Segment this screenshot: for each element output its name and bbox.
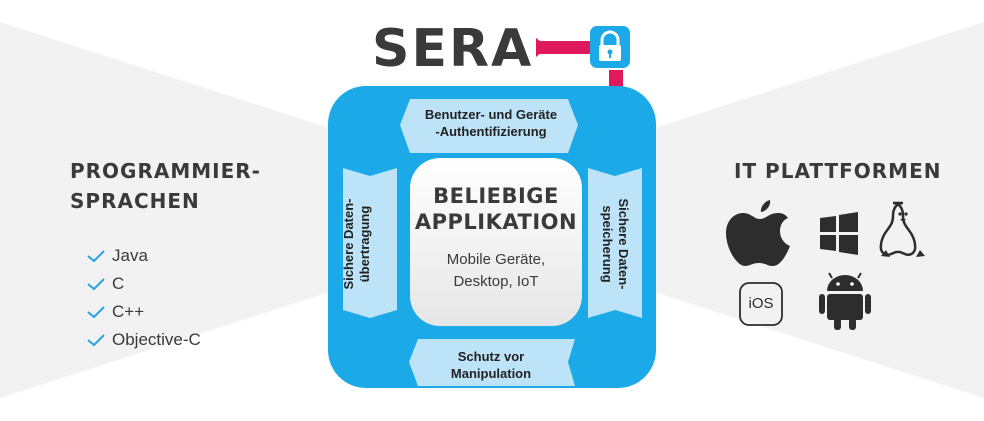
languages-title-line1: PROGRAMMIER- <box>70 159 261 183</box>
app-sub-line1: Mobile Geräte, <box>446 251 546 268</box>
android-icon <box>819 272 871 330</box>
auth-label-line2: -Authentifizierung <box>435 124 547 139</box>
language-label: C++ <box>112 302 145 321</box>
checkmark-icon <box>86 277 112 291</box>
languages-title: PROGRAMMIER- SPRACHEN <box>70 156 261 216</box>
transfer-label-line1: Sichere Daten- <box>341 198 356 290</box>
language-label: Objective-C <box>112 330 201 349</box>
arrow-right-shape <box>588 168 642 318</box>
tamper-label-line2: Manipulation <box>450 366 532 381</box>
tamper-label: Schutz vor Manipulation <box>406 348 576 382</box>
padlock-icon <box>590 26 630 68</box>
left-panel-shape <box>0 22 336 398</box>
checkmark-icon <box>86 305 112 319</box>
transfer-label: Sichere Daten- übertragung <box>341 164 373 324</box>
language-list: Java C C++ Objective-C <box>86 242 201 354</box>
windows-icon <box>820 212 858 255</box>
arrow-bottom-shape <box>409 339 575 386</box>
list-item: C++ <box>86 298 201 326</box>
platforms-title: IT PLATTFORMEN <box>734 159 942 183</box>
auth-label-line1: Benutzer- und Geräte <box>424 107 558 122</box>
ios-label: iOS <box>748 295 774 312</box>
apple-icon <box>726 200 790 266</box>
connector-arrow-tail <box>536 38 548 57</box>
right-panel-shape <box>648 22 984 398</box>
linux-icon <box>879 201 925 257</box>
sera-logo: SERA <box>372 19 534 79</box>
languages-title-line2: SPRACHEN <box>70 189 200 213</box>
storage-label-line1: Sichere Daten- <box>616 198 631 290</box>
checkmark-icon <box>86 249 112 263</box>
app-title-line1: BELIEBIGE <box>433 184 559 208</box>
application-text: BELIEBIGE APPLIKATION Mobile Geräte, Des… <box>410 183 582 293</box>
ios-icon <box>739 282 783 326</box>
language-label: C <box>112 274 125 293</box>
storage-label: Sichere Daten- speicherung <box>599 164 631 324</box>
arrow-left-shape <box>343 168 397 318</box>
connector-bar <box>540 41 596 54</box>
app-subtitle: Mobile Geräte, Desktop, IoT <box>410 249 582 293</box>
language-label: Java <box>112 246 148 265</box>
app-sub-line2: Desktop, IoT <box>453 273 539 290</box>
list-item: Objective-C <box>86 326 201 354</box>
app-title-line2: APPLIKATION <box>414 210 578 234</box>
auth-label: Benutzer- und Geräte -Authentifizierung <box>406 106 576 140</box>
checkmark-icon <box>86 333 112 347</box>
transfer-label-line2: übertragung <box>357 205 372 283</box>
list-item: Java <box>86 242 201 270</box>
storage-label-line2: speicherung <box>600 205 615 283</box>
list-item: C <box>86 270 201 298</box>
application-box <box>410 158 582 326</box>
arrow-top-shape <box>400 99 578 153</box>
tamper-label-line1: Schutz vor <box>457 349 525 364</box>
